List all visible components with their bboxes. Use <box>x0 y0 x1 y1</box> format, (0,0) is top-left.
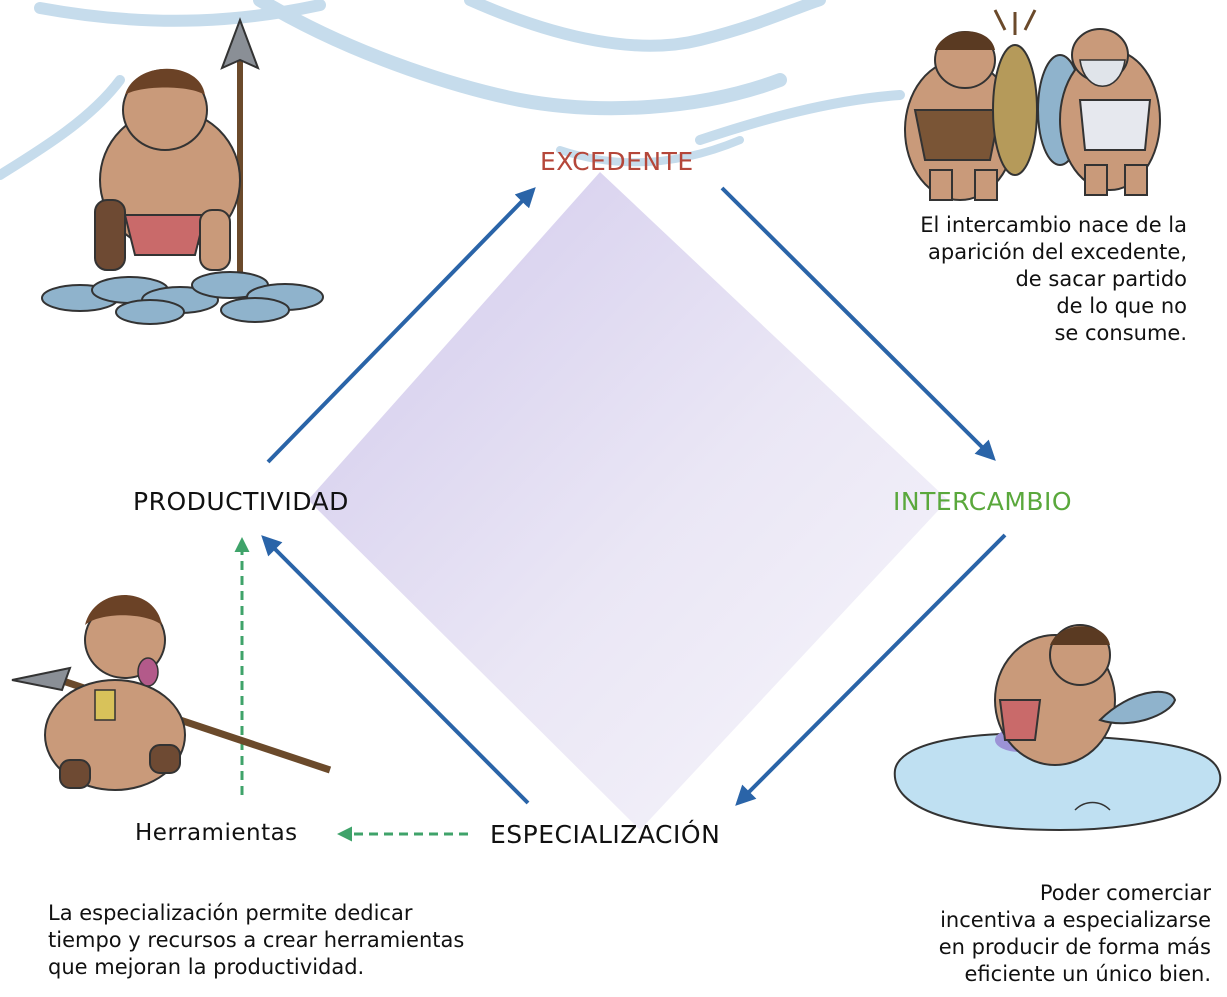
note-herramientas: La especialización permite dedicar tiemp… <box>48 900 464 981</box>
central-diamond <box>308 172 948 830</box>
node-productividad: PRODUCTIVIDAD <box>133 487 349 516</box>
note-especializacion-line-1: Poder comerciar <box>1039 881 1211 905</box>
arrow-intercambio-to-especializacion <box>735 533 1007 806</box>
note-intercambio: El intercambio nace de la aparición del … <box>920 212 1187 347</box>
note-especializacion-line-3: en producir de forma más <box>938 935 1211 959</box>
note-intercambio-line-3: de sacar partido <box>1015 267 1187 291</box>
note-especializacion-line-2: incentiva a especializarse <box>940 908 1211 932</box>
note-intercambio-line-4: de lo que no <box>1056 294 1187 318</box>
note-intercambio-line-5: se consume. <box>1054 321 1187 345</box>
note-especializacion: Poder comerciar incentiva a especializar… <box>939 880 1211 988</box>
caveman-fisher-with-spear-illustration <box>41 17 324 325</box>
note-intercambio-line-1: El intercambio nace de la <box>920 213 1187 237</box>
arrow-especializacion-to-productividad <box>261 535 530 805</box>
node-excedente: EXCEDENTE <box>540 147 694 176</box>
note-especializacion-line-4: eficiente un único bien. <box>964 962 1211 986</box>
background-ribbons <box>0 0 905 180</box>
arrow-excedente-to-intercambio <box>720 186 996 461</box>
note-herramientas-line-3: que mejoran la productividad. <box>48 955 365 979</box>
caveman-making-spear-illustration <box>11 595 332 791</box>
arrow-productividad-to-excedente <box>266 187 536 464</box>
cavemen-trading-deer-and-fish-illustration <box>904 9 1161 201</box>
caveman-fishing-in-pond-illustration <box>893 624 1222 832</box>
node-especializacion: ESPECIALIZACIÓN <box>490 820 721 849</box>
note-intercambio-line-2: aparición del excedente, <box>928 240 1187 264</box>
note-herramientas-line-1: La especialización permite dedicar <box>48 901 413 925</box>
note-herramientas-line-2: tiempo y recursos a crear herramientas <box>48 928 465 952</box>
node-herramientas: Herramientas <box>135 820 298 846</box>
node-intercambio: INTERCAMBIO <box>893 487 1073 516</box>
